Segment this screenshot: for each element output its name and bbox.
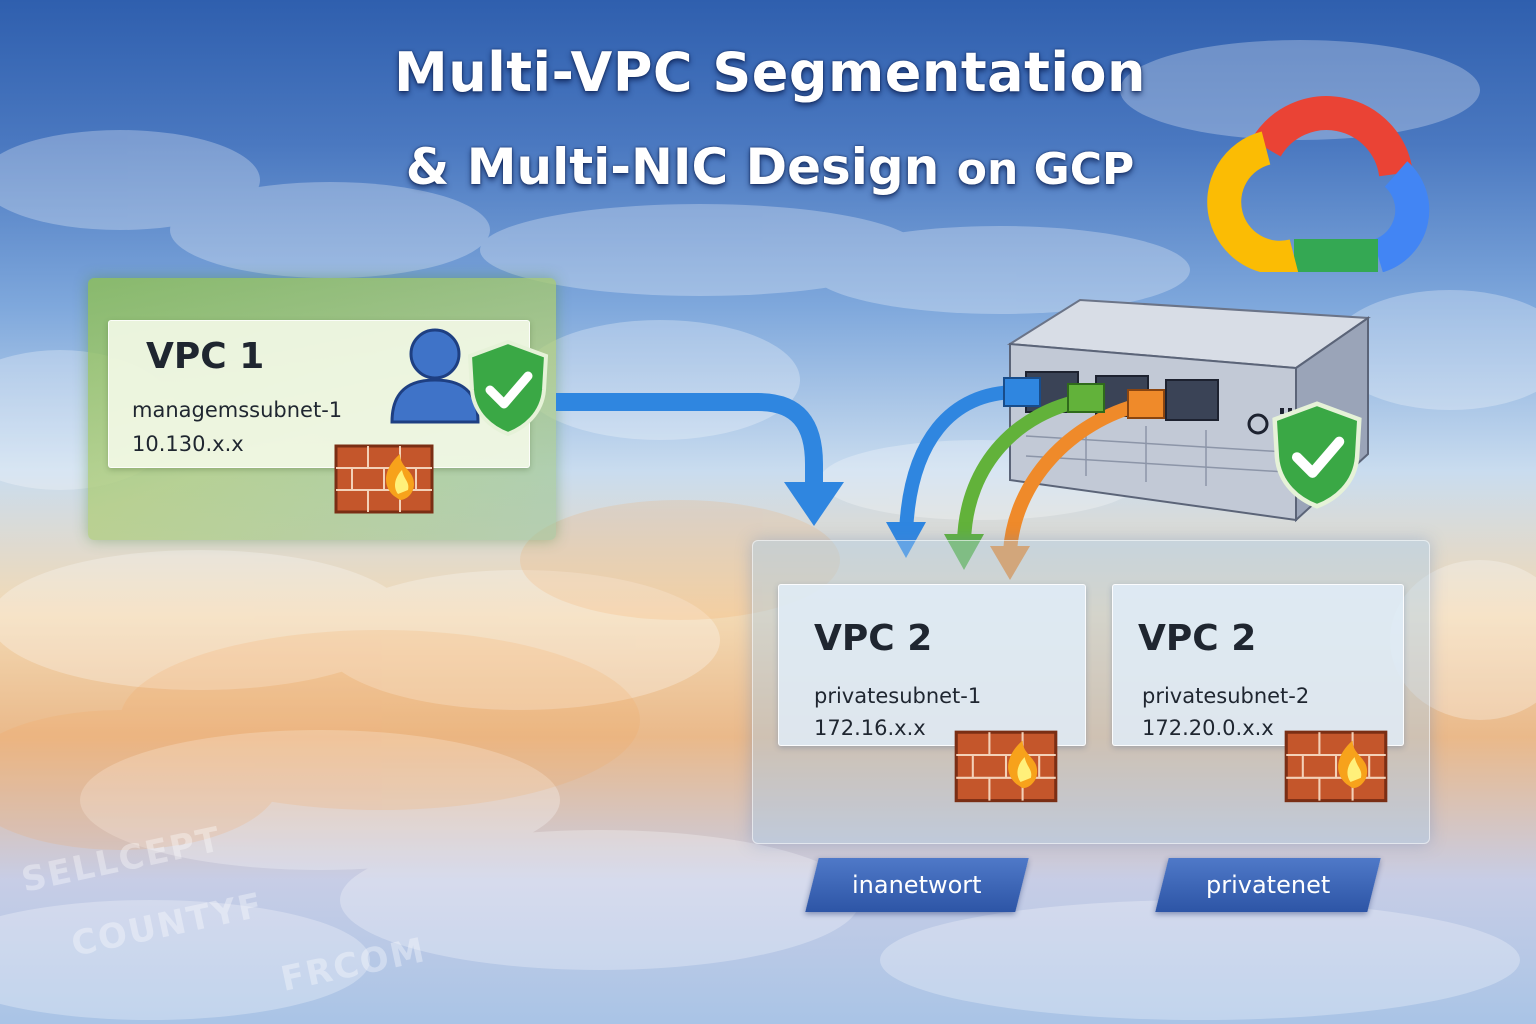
vpc2-left-subnet: privatesubnet-1 [814, 684, 982, 708]
vpc2-left-name: VPC 2 [814, 618, 933, 659]
network-tag-label-2: privatenet [1205, 871, 1331, 899]
network-tag-inanetwort: inanetwort [805, 858, 1029, 912]
network-tag-label-1: inanetwort [852, 871, 982, 899]
network-tag-privatenet: privatenet [1155, 858, 1381, 912]
firewall-icon [334, 444, 434, 514]
vpc2-left-firewall-icon [954, 730, 1058, 803]
shield-check-icon [467, 339, 549, 437]
vpc2-right-firewall-icon [1284, 730, 1388, 803]
vpc1-to-vpc2-arrow [556, 393, 844, 526]
vpc2-right-name: VPC 2 [1138, 618, 1257, 659]
vpc1-cidr: 10.130.x.x [132, 432, 244, 456]
vpc1-name: VPC 1 [146, 336, 265, 377]
title-line-2-suffix: on GCP [956, 144, 1135, 195]
ethernet-cable-icon [886, 377, 1165, 580]
vpc2-right-card [1112, 584, 1404, 746]
diagram-title-line-2: & Multi-NIC Design on GCP [340, 142, 1200, 192]
diagram-title-line-1: Multi-VPC Segmentation [394, 41, 1146, 104]
vpc2-right-subnet: privatesubnet-2 [1142, 684, 1310, 708]
user-icon [390, 328, 480, 424]
vpc2-left-card [778, 584, 1086, 746]
vpc2-right-cidr: 172.20.0.x.x [1142, 716, 1274, 740]
title-line-2-main: & Multi-NIC Design [405, 138, 940, 196]
vpc1-subnet: managemssubnet-1 [132, 398, 343, 422]
appliance-shield-check-icon [1272, 401, 1362, 509]
google-cloud-logo-icon [1207, 96, 1430, 272]
vpc2-left-cidr: 172.16.x.x [814, 716, 926, 740]
